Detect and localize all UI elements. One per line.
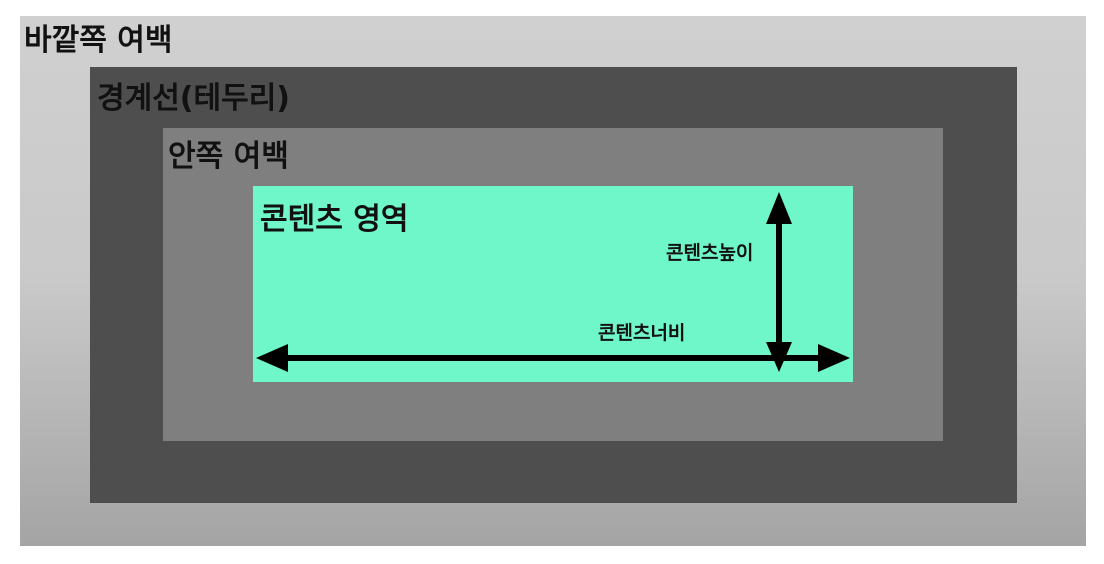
content-area xyxy=(253,186,853,382)
padding-label: 안쪽 여백 xyxy=(168,139,289,174)
margin-label: 바깥쪽 여백 xyxy=(24,23,173,58)
content-height-label: 콘텐츠높이 xyxy=(666,242,754,264)
border-label: 경계선(테두리) xyxy=(97,81,291,116)
content-width-label: 콘텐츠너비 xyxy=(598,322,686,344)
content-label: 콘텐츠 영역 xyxy=(260,202,409,237)
